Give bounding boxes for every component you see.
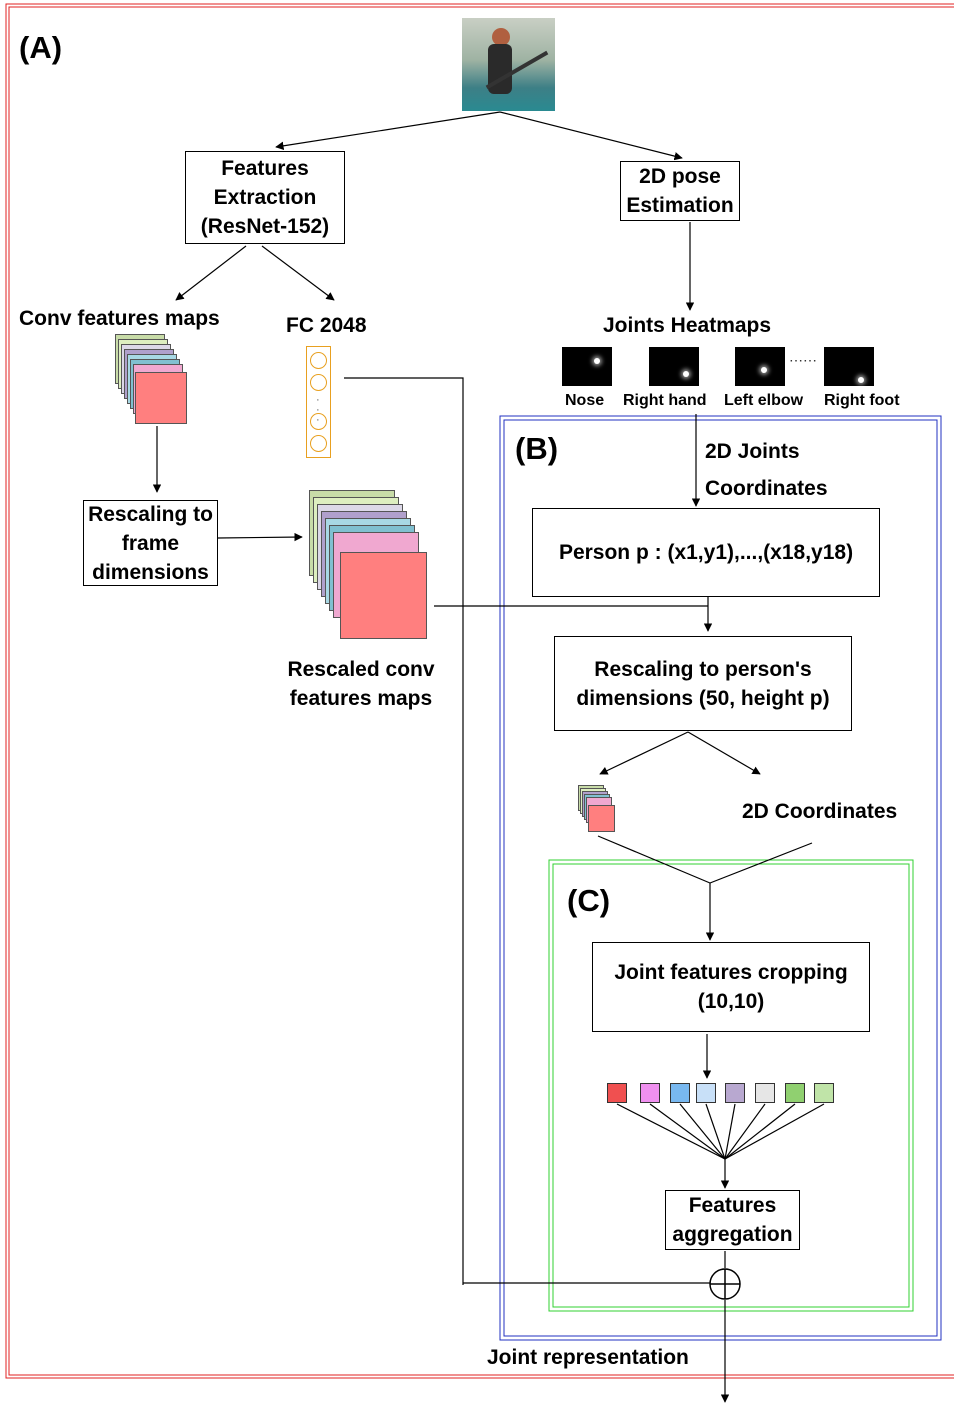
heatmap-right-hand — [649, 347, 699, 386]
features-extraction-box: Features Extraction (ResNet-152) — [185, 151, 345, 244]
joint-feature-square — [755, 1083, 775, 1103]
person-maps-stack — [578, 785, 618, 835]
joints-coordinates-label: 2D Joints Coordinates — [705, 440, 828, 500]
fc-label: FC 2048 — [286, 314, 367, 337]
heatmap-caption: Nose — [565, 392, 605, 409]
section-b-label: (B) — [515, 431, 559, 466]
joint-feature-square — [725, 1083, 745, 1103]
heatmap-nose — [562, 347, 612, 386]
joint-feature-square — [696, 1083, 716, 1103]
frame-c — [548, 859, 914, 1312]
heatmap-ellipsis: ⋯⋯ — [789, 352, 817, 368]
person-coordinates-box: Person p : (x1,y1),...,(x18,y18) — [532, 508, 880, 597]
joint-cropping-box: Joint features cropping (10,10) — [592, 942, 870, 1032]
features-aggregation-box: Features aggregation — [665, 1190, 800, 1250]
joint-representation-label: Joint representation — [487, 1346, 689, 1369]
rescaled-maps-label: Rescaled conv features maps — [287, 658, 435, 710]
section-a-label: (A) — [19, 30, 63, 65]
rescale-person-box: Rescaling to person's dimensions (50, he… — [554, 636, 852, 731]
joint-feature-square — [670, 1083, 690, 1103]
conv-maps-label: Conv features maps — [19, 307, 220, 330]
input-frame-image — [462, 18, 555, 111]
heatmap-right-foot — [824, 347, 874, 386]
arrows — [152, 111, 825, 1403]
frame-a — [5, 3, 954, 1379]
joint-feature-square — [607, 1083, 627, 1103]
rescaled-maps-stack — [309, 490, 431, 640]
heatmap-caption: Left elbow — [724, 392, 804, 409]
heatmap-caption: Right hand — [623, 392, 707, 409]
heatmap-left-elbow — [735, 347, 785, 386]
conv-maps-stack — [115, 334, 190, 428]
joint-feature-square — [640, 1083, 660, 1103]
rescale-frame-box: Rescaling to frame dimensions — [83, 500, 218, 586]
pose-estimation-box: 2D pose Estimation — [620, 161, 740, 221]
joint-feature-square — [814, 1083, 834, 1103]
section-c-label: (C) — [567, 883, 611, 918]
joint-feature-square — [785, 1083, 805, 1103]
heatmap-caption: Right foot — [824, 392, 900, 409]
fc-vector: ··· — [306, 346, 331, 458]
frame-b — [499, 415, 942, 1341]
coordinates-2d-label: 2D Coordinates — [742, 800, 898, 823]
joints-heatmaps-label: Joints Heatmaps — [603, 314, 772, 337]
